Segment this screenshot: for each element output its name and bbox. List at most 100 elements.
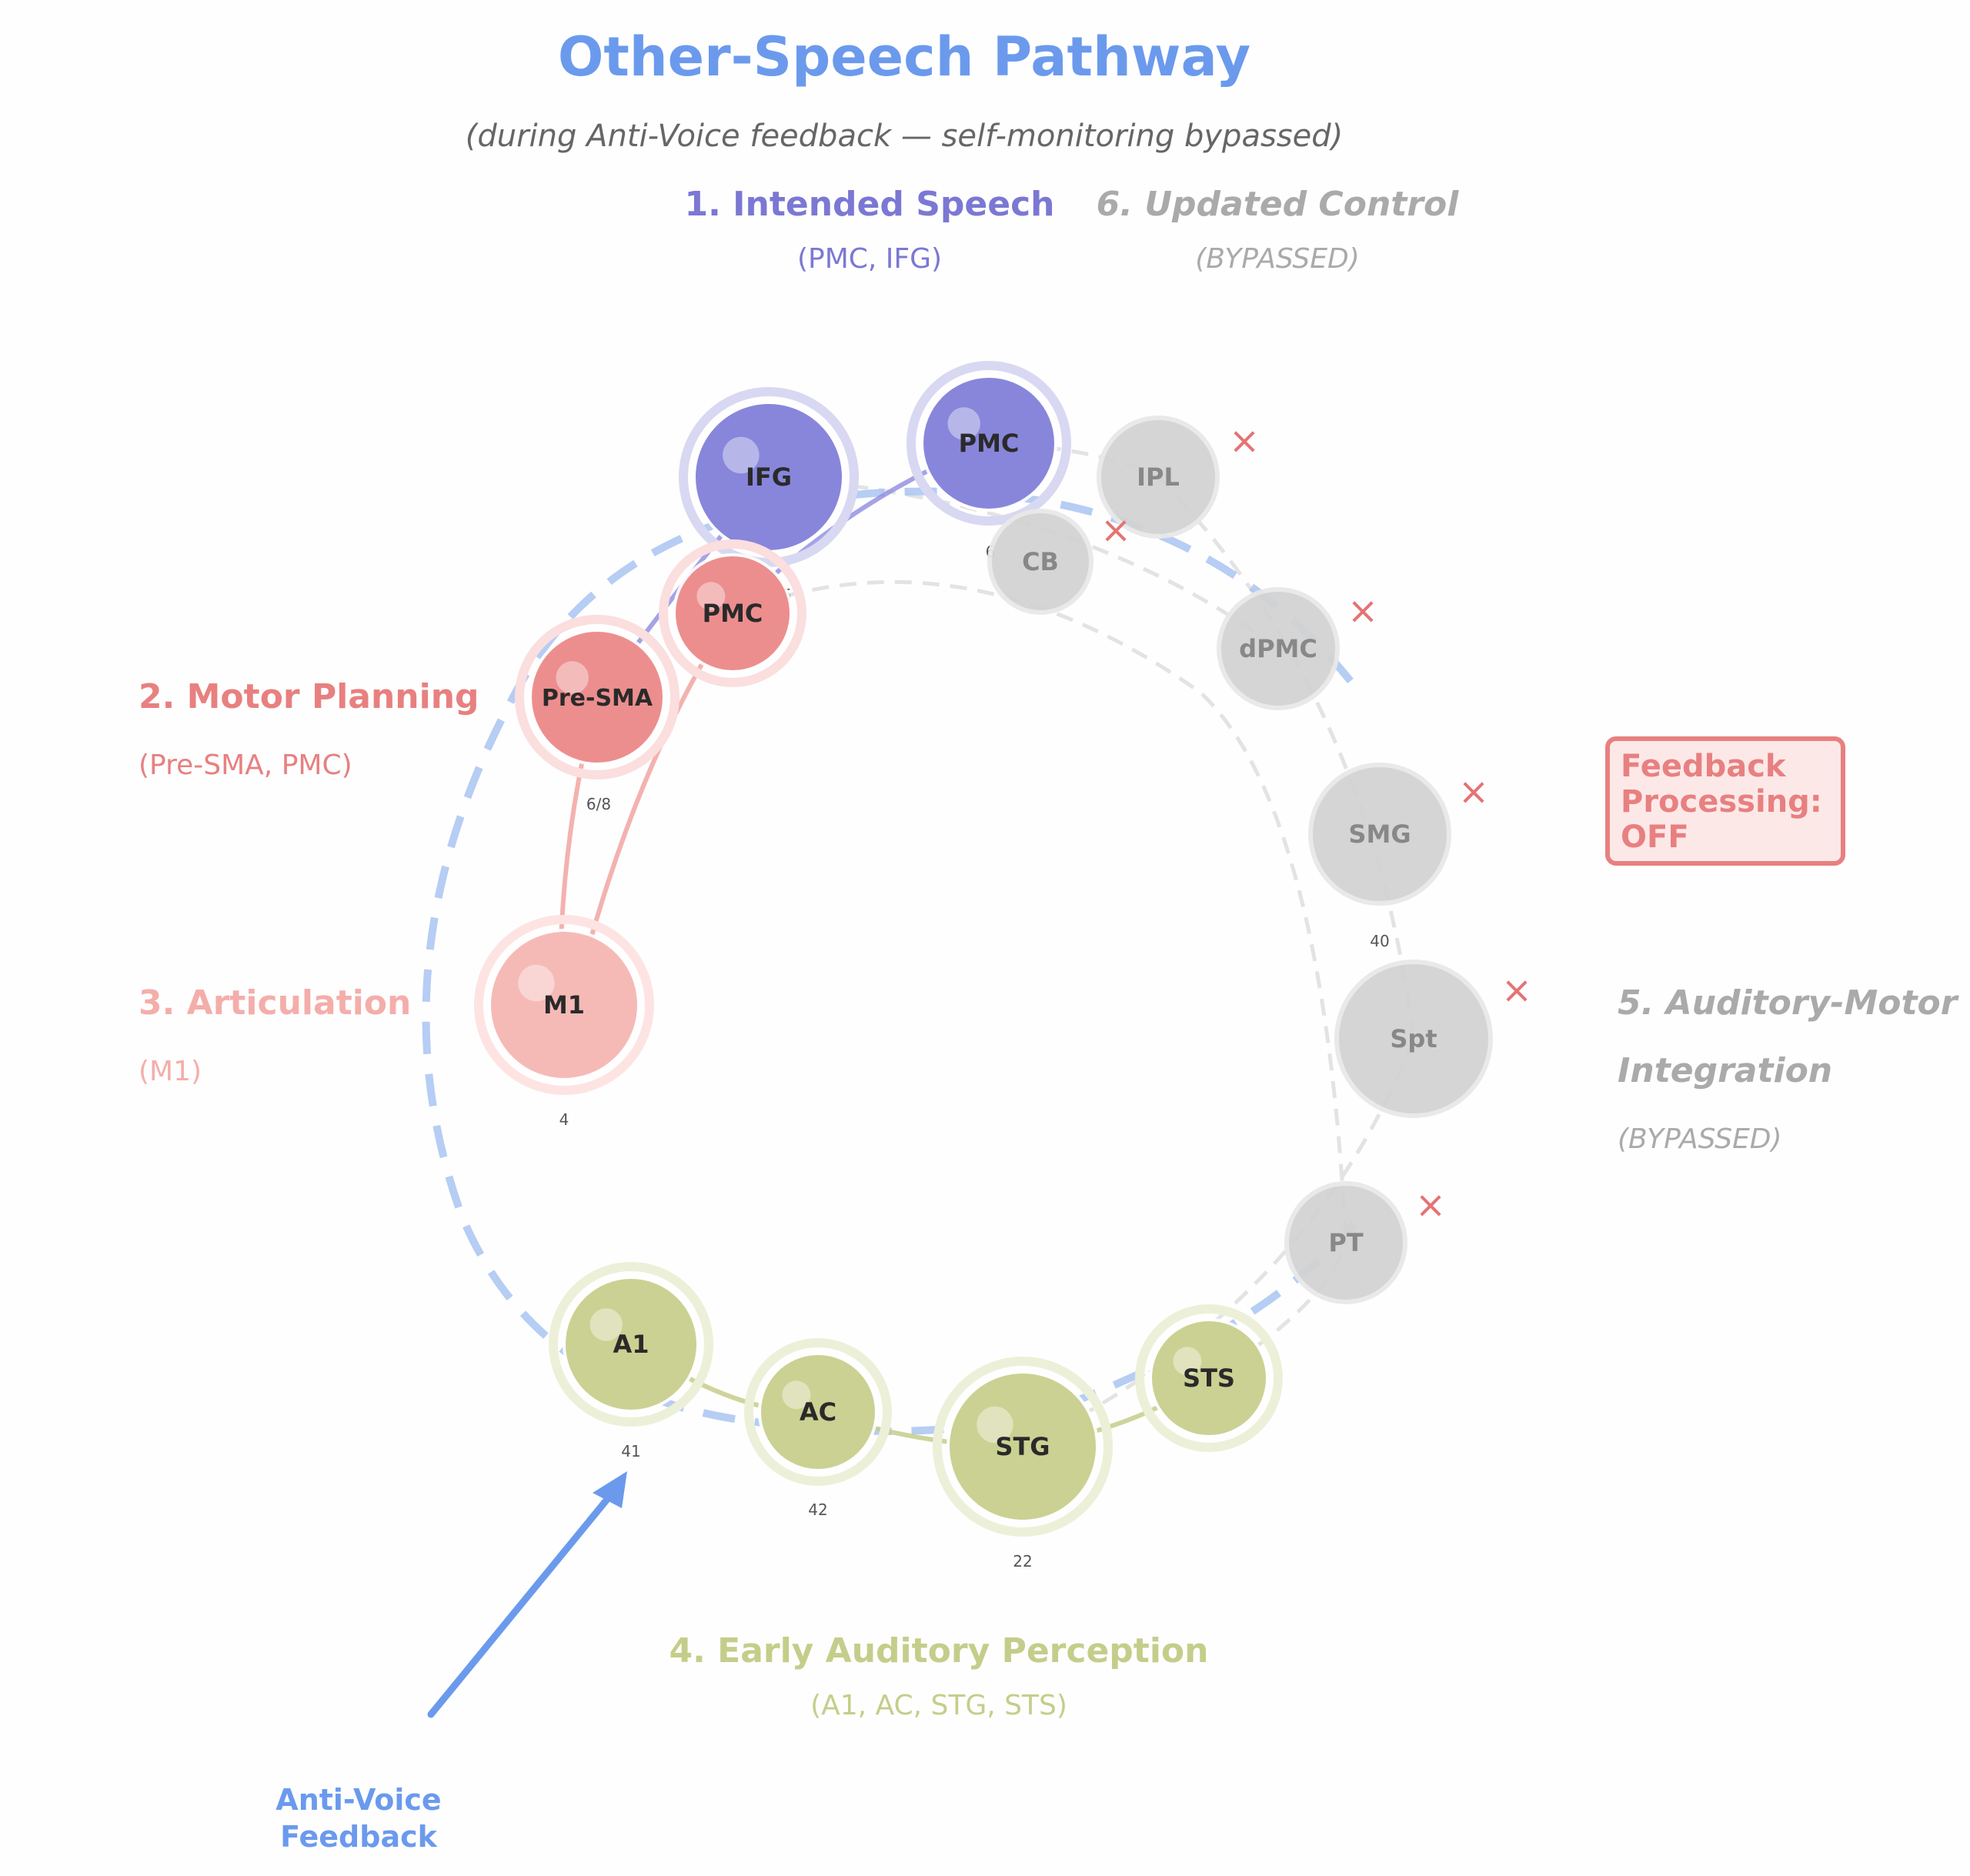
node-circle <box>676 556 790 670</box>
node-pt-bypassed: PT <box>1284 1181 1407 1304</box>
node-stg-auditory: STG 22 <box>933 1357 1113 1571</box>
node-layer: IFG44/45PMC6PMCPre-SMA6/8M14A141AC42STG2… <box>474 361 1493 1571</box>
stage2-title: 2. Motor Planning <box>139 677 479 716</box>
node-halo <box>744 1338 892 1486</box>
node-label: IFG <box>746 462 792 492</box>
stage2-subtitle: (Pre-SMA, PMC) <box>139 749 352 781</box>
node-highlight <box>947 407 980 440</box>
node-halo <box>659 539 806 687</box>
stage5-title-line1: 5. Auditory-Motor <box>1618 983 1959 1023</box>
node-circle <box>491 932 637 1078</box>
anti-voice-arrow <box>427 1471 627 1718</box>
link-auditory-chain <box>629 1342 1210 1450</box>
node-highlight <box>589 1308 623 1341</box>
node-circle <box>566 1279 696 1410</box>
disabled-marker-dpmc: × <box>1347 589 1378 633</box>
stage4-title: 4. Early Auditory Perception <box>669 1631 1209 1671</box>
node-circle <box>1308 763 1451 906</box>
node-highlight <box>1173 1347 1202 1376</box>
node-label: PT <box>1328 1228 1363 1257</box>
node-ifg-intended: IFG44/45 <box>679 387 859 604</box>
brodmann-area-label: 6/8 <box>586 795 611 813</box>
node-circle <box>987 509 1094 615</box>
feedback-status-line2: Processing: <box>1621 784 1822 819</box>
node-label: Pre-SMA <box>542 685 653 712</box>
disabled-marker-pt: × <box>1415 1183 1446 1227</box>
bypassed-link-ipl-spt <box>1157 476 1416 1040</box>
stage3-title: 3. Articulation <box>139 983 411 1023</box>
node-circle <box>1217 587 1340 710</box>
brodmann-area-label: 22 <box>1013 1552 1032 1571</box>
node-smg-bypassed: SMG 40 <box>1308 763 1451 950</box>
node-pre-sma-motor: Pre-SMA 6/8 <box>515 615 679 813</box>
node-ipl-bypassed: IPL <box>1097 416 1220 539</box>
brodmann-area-label: 41 <box>621 1442 640 1460</box>
feedback-status-line1: Feedback <box>1621 749 1786 784</box>
node-halo <box>515 615 679 779</box>
node-circle <box>923 378 1054 509</box>
node-halo <box>933 1357 1113 1537</box>
node-dpmc-bypassed: dPMC <box>1217 587 1340 710</box>
node-circle <box>950 1374 1096 1520</box>
page-title: Other-Speech Pathway <box>558 25 1250 88</box>
brodmann-area-label: 4 <box>559 1110 569 1129</box>
node-halo <box>549 1262 713 1427</box>
node-circle <box>1284 1181 1407 1304</box>
node-highlight <box>977 1406 1013 1444</box>
stage5-title-line2: Integration <box>1618 1051 1832 1090</box>
node-label: IPL <box>1137 462 1180 492</box>
node-m1-articulation: M1 4 <box>474 915 654 1129</box>
disabled-markers: × × × × × × <box>1100 419 1532 1227</box>
node-halo <box>907 361 1071 526</box>
disabled-marker-smg: × <box>1458 770 1489 813</box>
node-label: SMG <box>1348 819 1411 849</box>
disabled-marker-cb: × <box>1100 509 1131 552</box>
node-cb-bypassed: CB <box>987 509 1094 615</box>
stage6-title: 6. Updated Control <box>1097 185 1460 224</box>
node-halo <box>1135 1304 1283 1452</box>
anti-voice-label-line1: Anti-Voice <box>275 1783 441 1817</box>
page-subtitle: (during Anti-Voice feedback — self-monit… <box>466 119 1344 154</box>
disabled-marker-spt: × <box>1501 969 1532 1012</box>
stage5-subtitle: (BYPASSED) <box>1618 1123 1782 1155</box>
node-circle <box>532 632 663 763</box>
node-circle <box>1097 416 1220 539</box>
node-circle <box>1152 1321 1266 1435</box>
bypassed-link-pmc-cb <box>732 579 1348 1243</box>
bypassed-link-spt-stg <box>1021 1038 1416 1449</box>
node-highlight <box>556 661 589 694</box>
node-label: STS <box>1183 1364 1235 1393</box>
node-sts-auditory: STS <box>1135 1304 1283 1452</box>
node-label: M1 <box>543 990 585 1020</box>
node-label: STG <box>995 1432 1050 1461</box>
node-label: CB <box>1022 547 1059 576</box>
stage3-subtitle: (M1) <box>139 1056 202 1087</box>
brodmann-area-label: 40 <box>1370 932 1389 950</box>
node-halo <box>679 387 859 567</box>
node-circle <box>761 1355 875 1469</box>
node-highlight <box>518 964 555 1002</box>
feedback-status-line3: OFF <box>1621 819 1689 855</box>
node-highlight <box>723 436 760 474</box>
arrow-shaft <box>427 1485 619 1718</box>
node-halo <box>474 915 654 1095</box>
node-label: dPMC <box>1239 634 1317 663</box>
disabled-marker-ipl: × <box>1229 419 1260 462</box>
arrow-head-icon <box>593 1471 627 1508</box>
node-label: PMC <box>703 599 763 628</box>
feedback-status-box: Feedback Processing: OFF <box>1605 736 1845 866</box>
node-label: PMC <box>959 429 1020 458</box>
anti-voice-label-line2: Feedback <box>280 1820 438 1854</box>
node-spt-bypassed: Spt <box>1334 960 1493 1118</box>
node-label: Spt <box>1390 1024 1437 1053</box>
node-highlight <box>696 582 726 611</box>
node-highlight <box>782 1380 811 1410</box>
stage4-subtitle: (A1, AC, STG, STS) <box>810 1690 1067 1721</box>
stage1-subtitle: (PMC, IFG) <box>797 243 942 275</box>
node-circle <box>696 404 842 550</box>
brodmann-area-label: 42 <box>808 1500 827 1519</box>
node-circle <box>1334 960 1493 1118</box>
